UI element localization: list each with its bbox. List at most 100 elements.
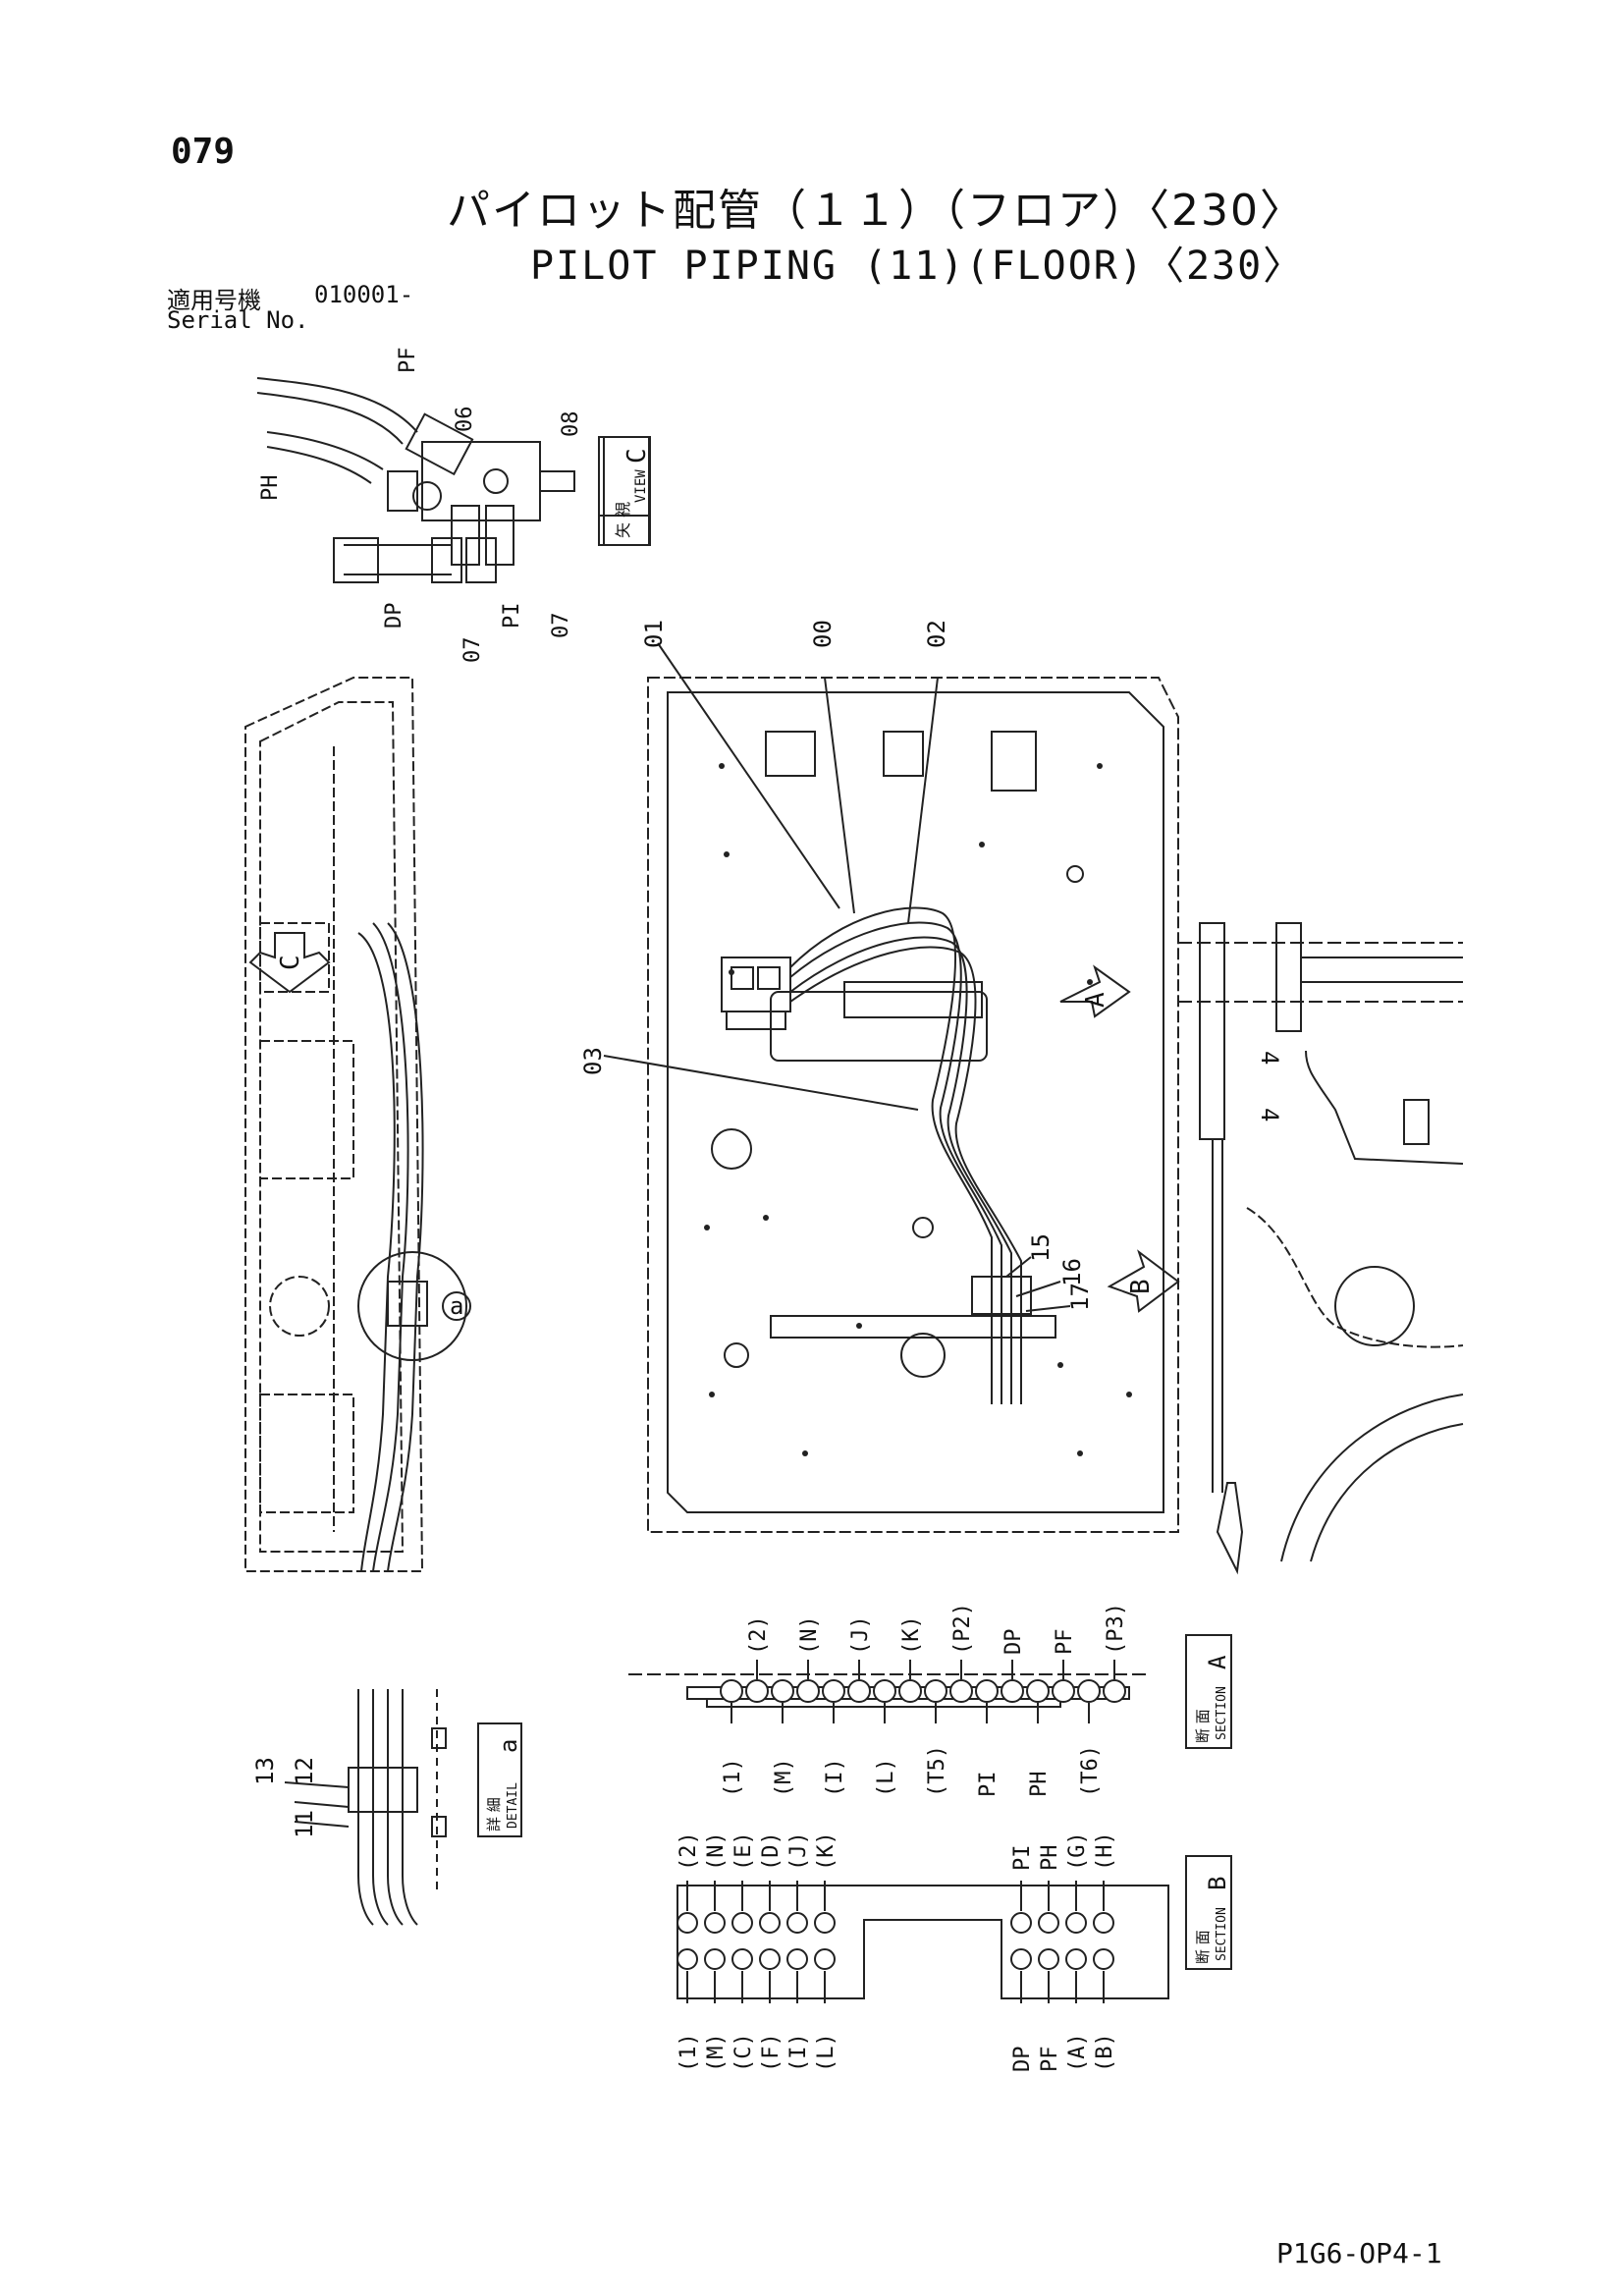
section-a-bottom-label: (T6) bbox=[1078, 1745, 1103, 1797]
section-b-bottom-label: DP bbox=[1010, 2047, 1035, 2073]
section-b-label-box: 断 面 SECTION B bbox=[1185, 1855, 1232, 1970]
section-b-bottom-label: (A) bbox=[1065, 2033, 1090, 2072]
section-b-top-label: (2) bbox=[676, 1831, 701, 1871]
section-b-port bbox=[814, 1948, 836, 1970]
section-b-top-label: (J) bbox=[786, 1831, 811, 1871]
callout-07-right: 07 bbox=[549, 613, 573, 639]
view-c-label-en: VIEW bbox=[633, 469, 649, 503]
section-a-port bbox=[847, 1679, 871, 1703]
section-b-port bbox=[1065, 1948, 1087, 1970]
callout-pi: PI bbox=[500, 603, 524, 629]
section-b-port bbox=[676, 1912, 698, 1934]
arrow-a-label: A bbox=[1081, 992, 1110, 1008]
detail-a-label-jp: 詳 細 bbox=[485, 1797, 503, 1831]
section-a-port bbox=[771, 1679, 794, 1703]
callout-17: 17 bbox=[1066, 1283, 1094, 1311]
section-b-port bbox=[1038, 1948, 1059, 1970]
section-b-label-en: SECTION bbox=[1215, 1907, 1229, 1961]
view-c-drawing bbox=[256, 377, 651, 583]
section-b-label-jp: 断 面 bbox=[1194, 1930, 1212, 1964]
detail-a-drawing bbox=[348, 1689, 447, 1926]
section-a-top-label: (P2) bbox=[950, 1603, 975, 1655]
detail-a-marker: a bbox=[450, 1292, 463, 1320]
section-a-top-label: (2) bbox=[746, 1615, 771, 1655]
section-a-bottom-label: (T5) bbox=[925, 1745, 949, 1797]
mark-4-lower: 4 bbox=[1256, 1108, 1283, 1121]
section-a-bottom-label: (1) bbox=[721, 1758, 745, 1797]
section-a-label-box: 断 面 SECTION A bbox=[1185, 1634, 1232, 1749]
view-c-label-box: 矢 視 VIEW C bbox=[603, 436, 652, 546]
section-a-port bbox=[745, 1679, 769, 1703]
serial-label-english: Serial No. bbox=[167, 306, 309, 334]
section-b-port bbox=[1093, 1912, 1114, 1934]
callout-13: 13 bbox=[251, 1757, 279, 1785]
callout-12: 12 bbox=[291, 1757, 318, 1785]
section-a-bottom-label: (L) bbox=[874, 1758, 898, 1797]
section-b-port bbox=[704, 1948, 726, 1970]
view-c-letter: C bbox=[622, 448, 652, 464]
section-a-port bbox=[1026, 1679, 1050, 1703]
callout-11: 11 bbox=[291, 1810, 318, 1838]
serial-label-japanese: 適用号機 bbox=[167, 287, 261, 314]
serial-number-value: 010001- bbox=[314, 281, 414, 308]
floor-plate-drawing bbox=[647, 677, 1179, 1533]
section-b-port bbox=[786, 1912, 808, 1934]
detail-a-label-en: DETAIL bbox=[506, 1782, 520, 1829]
callout-15: 15 bbox=[1027, 1233, 1055, 1262]
callout-16: 16 bbox=[1058, 1258, 1086, 1286]
callout-06: 06 bbox=[453, 407, 477, 433]
section-b-top-label: PI bbox=[1010, 1845, 1035, 1872]
section-b-port bbox=[759, 1948, 781, 1970]
section-a-port bbox=[822, 1679, 845, 1703]
section-a-port bbox=[1052, 1679, 1075, 1703]
section-a-top-label: (N) bbox=[797, 1615, 822, 1655]
floor-plate-holes bbox=[704, 763, 1132, 1456]
section-a-bottom-label: (I) bbox=[823, 1758, 847, 1797]
section-a-port bbox=[873, 1679, 896, 1703]
section-b-bottom-label: (I) bbox=[786, 2033, 811, 2072]
view-c-label-jp: 矢 視 bbox=[614, 502, 632, 538]
section-a-top-label: (K) bbox=[899, 1615, 924, 1655]
section-b-top-label: (E) bbox=[731, 1831, 756, 1871]
section-b-port bbox=[1093, 1948, 1114, 1970]
section-b-top-label: (D) bbox=[759, 1831, 784, 1871]
arrow-b-label: B bbox=[1126, 1279, 1156, 1294]
callout-03: 03 bbox=[579, 1047, 607, 1075]
page-title-japanese: パイロット配管（１１）（フロア）〈230〉 bbox=[447, 186, 1305, 236]
callout-00: 00 bbox=[809, 620, 837, 648]
section-a-port bbox=[924, 1679, 947, 1703]
callout-02: 02 bbox=[923, 620, 950, 648]
section-a-port bbox=[1077, 1679, 1101, 1703]
section-a-port bbox=[898, 1679, 922, 1703]
page-number: 079 bbox=[171, 132, 236, 172]
section-a-top-label: (J) bbox=[848, 1615, 873, 1655]
page-title-english: PILOT PIPING (11)(FLOOR)〈230〉 bbox=[530, 244, 1305, 289]
section-b-drawing bbox=[676, 1885, 1169, 1999]
view-arrows bbox=[248, 932, 1180, 1321]
frame-structure bbox=[1178, 922, 1464, 1575]
section-b-bottom-label: (B) bbox=[1093, 2033, 1117, 2072]
section-b-bottom-label: (C) bbox=[731, 2033, 756, 2072]
leader-lines bbox=[284, 642, 1071, 1828]
document-code: P1G6-OP4-1 bbox=[1276, 2237, 1442, 2269]
section-a-bottom-label: (M) bbox=[772, 1758, 796, 1797]
section-a-letter: A bbox=[1204, 1655, 1231, 1669]
callout-01: 01 bbox=[640, 620, 668, 648]
side-elevation-drawing bbox=[244, 677, 424, 1572]
section-a-top-label: (P3) bbox=[1104, 1603, 1128, 1655]
section-b-top-label: PH bbox=[1038, 1845, 1062, 1872]
section-a-port bbox=[1103, 1679, 1126, 1703]
section-b-bottom-label: (M) bbox=[704, 2033, 729, 2072]
pilot-hoses bbox=[770, 906, 1056, 1404]
section-a-top-label: PF bbox=[1053, 1629, 1077, 1656]
callout-08: 08 bbox=[559, 411, 583, 438]
section-b-port bbox=[759, 1912, 781, 1934]
callout-07-left: 07 bbox=[460, 637, 485, 664]
section-b-port bbox=[1065, 1912, 1087, 1934]
callout-pf: PF bbox=[396, 348, 420, 374]
section-b-top-label: (G) bbox=[1065, 1831, 1090, 1871]
side-elevation-hoses bbox=[357, 922, 467, 1572]
section-a-bottom-label: PH bbox=[1027, 1772, 1052, 1798]
